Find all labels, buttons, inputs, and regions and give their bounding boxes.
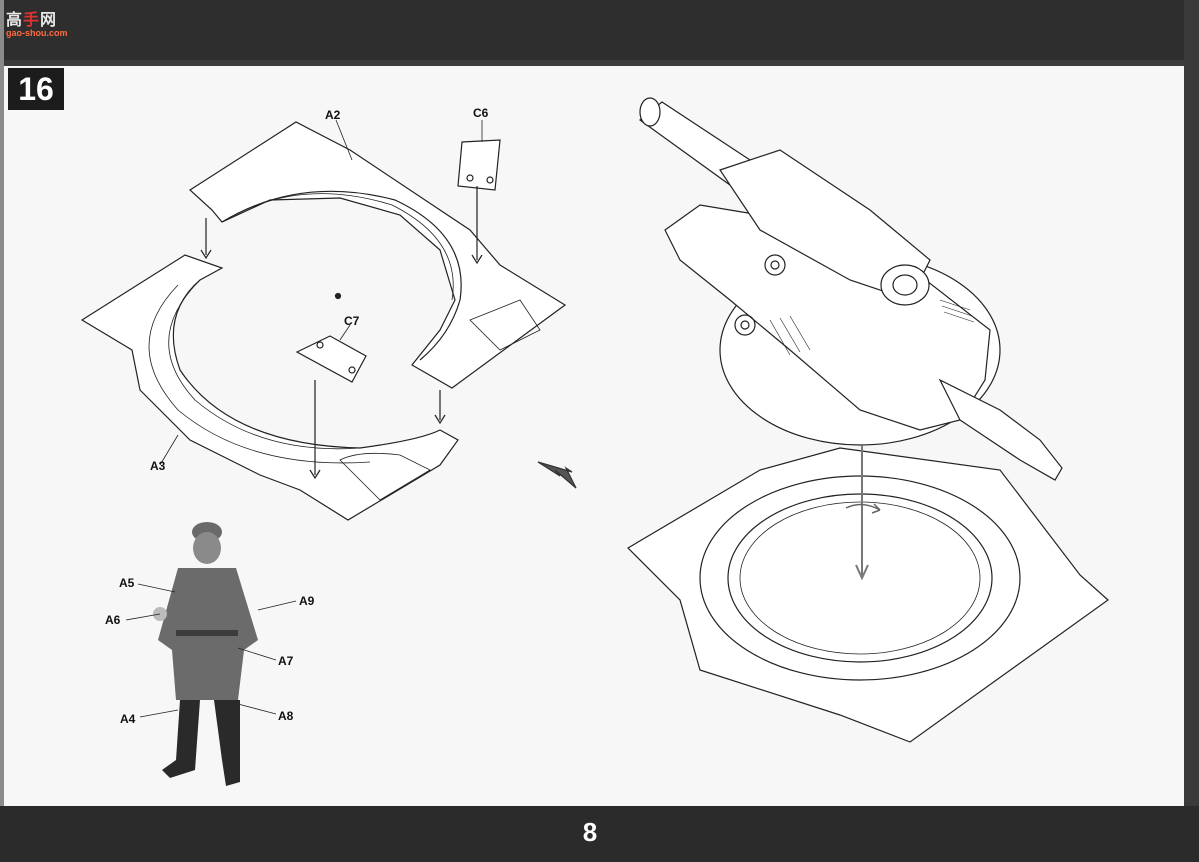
label-c6: C6 [473, 106, 489, 120]
label-a3: A3 [150, 459, 166, 473]
diagonal-arrow-icon [537, 461, 577, 489]
rotate-arrow-icon [845, 503, 881, 514]
top-band [0, 0, 1199, 66]
figure-illustration [125, 522, 297, 786]
label-a2: A2 [325, 108, 341, 122]
label-a6: A6 [105, 613, 121, 627]
logo-char-1: 高 [6, 12, 24, 29]
logo-char-2: 手 [23, 12, 41, 29]
logo-char-3: 网 [40, 12, 58, 29]
watermark-logo: 高手网 gao-shou.com [6, 6, 70, 42]
label-a7: A7 [278, 654, 294, 668]
label-a5: A5 [119, 576, 135, 590]
page-edge-right [1184, 0, 1199, 862]
label-c7: C7 [344, 314, 360, 328]
label-a4: A4 [120, 712, 136, 726]
label-a8: A8 [278, 709, 294, 723]
left-platform-assembly [80, 119, 567, 521]
page-number: 8 [582, 817, 598, 847]
right-gun-assembly [627, 97, 1109, 743]
bottom-band [0, 806, 1199, 862]
page-edge-left [0, 0, 4, 862]
step-number: 16 [8, 68, 64, 110]
logo-text: 高手网 [6, 6, 57, 30]
logo-url: gao-shou.com [6, 28, 68, 38]
label-a9: A9 [299, 594, 315, 608]
